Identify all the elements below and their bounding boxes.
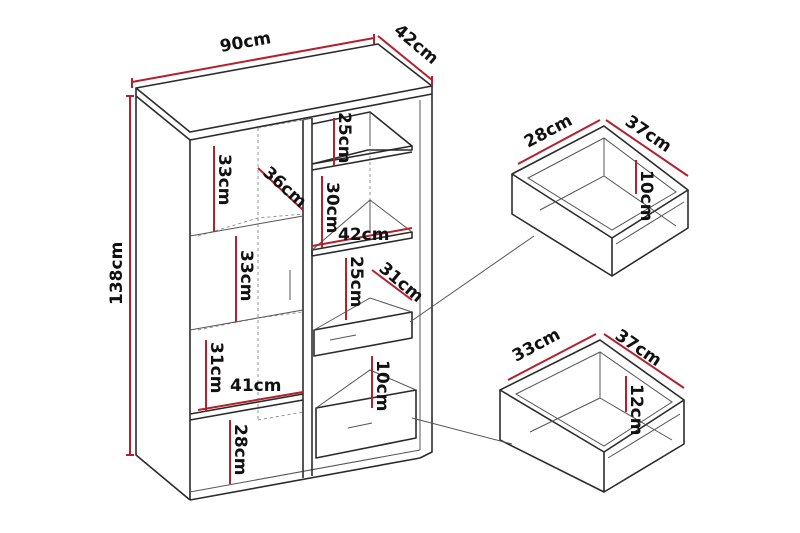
cabinet	[135, 43, 433, 501]
label-left-top-height: 33cm	[214, 154, 234, 205]
label-height: 138cm	[107, 242, 127, 305]
label-left-mid-height: 33cm	[236, 250, 256, 301]
leader-lines	[409, 235, 535, 445]
label-drawer-space-depth: 31cm	[375, 259, 427, 307]
drawer-large	[499, 333, 685, 493]
label-shelf-inner-width: 42cm	[338, 225, 389, 245]
label-width: 90cm	[218, 28, 272, 57]
label-drawer-large-depth: 37cm	[611, 326, 665, 371]
label-drawer-large-height: 12cm	[626, 384, 646, 435]
label-depth: 42cm	[390, 21, 442, 69]
label-shelf-top-gap: 25cm	[334, 112, 354, 163]
drawer-small	[511, 119, 689, 277]
label-drawer-small-width: 28cm	[521, 111, 576, 153]
label-left-inner-width: 41cm	[230, 376, 281, 396]
label-shelf-mid-gap: 30cm	[322, 182, 342, 233]
label-left-low-height: 31cm	[206, 342, 226, 393]
dimension-labels: 90cm 42cm 138cm 25cm 30cm 42cm 25cm 31cm…	[107, 21, 675, 476]
label-bottom-drawer-height: 10cm	[372, 360, 392, 411]
dimension-lines	[126, 34, 433, 484]
label-drawer-small-depth: 37cm	[621, 112, 675, 157]
label-drawer-small-height: 10cm	[636, 170, 656, 221]
label-drawer-space-height: 25cm	[346, 256, 366, 307]
label-drawer-large-width: 33cm	[509, 325, 564, 367]
label-left-base-height: 28cm	[230, 424, 250, 475]
